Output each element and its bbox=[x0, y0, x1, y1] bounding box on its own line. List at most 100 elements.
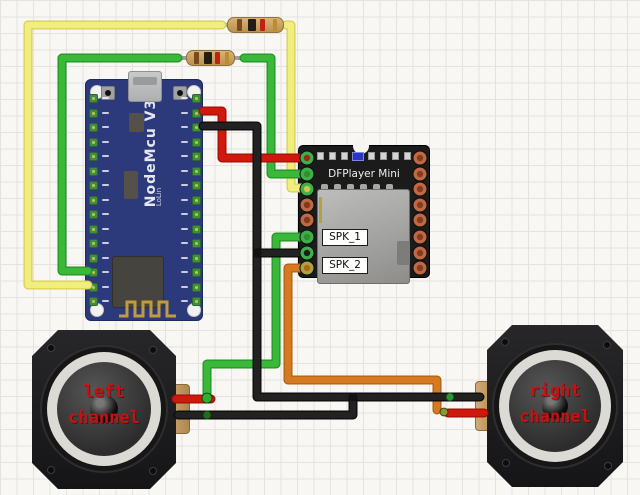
dfplayer-left-pin-7-pad bbox=[303, 249, 311, 257]
wire-end-cap bbox=[439, 407, 449, 417]
pin-label bbox=[181, 169, 188, 172]
pin-label bbox=[102, 169, 109, 172]
led bbox=[352, 152, 364, 161]
spk2-label: SPK_2 bbox=[322, 257, 368, 274]
pin-label bbox=[102, 242, 109, 244]
wire-green-spk1 bbox=[203, 233, 308, 402]
wire-orange-spk2 bbox=[284, 264, 441, 414]
pin-label bbox=[181, 213, 188, 215]
pin-label bbox=[102, 140, 109, 143]
wire-black-gnd-main bbox=[199, 122, 484, 401]
nodemcu-left-pin-4 bbox=[89, 137, 98, 147]
smd-pad bbox=[392, 152, 399, 160]
right-speaker: right channel bbox=[487, 325, 623, 487]
dfplayer-right-pin-5-pad bbox=[416, 216, 424, 224]
speaker-hole bbox=[149, 467, 157, 475]
smd-pad bbox=[368, 152, 375, 160]
nodemcu-right-pin-8 bbox=[192, 195, 201, 205]
chip bbox=[124, 171, 138, 199]
pin-label bbox=[102, 300, 109, 302]
speaker-dome bbox=[90, 395, 118, 423]
speaker-hole bbox=[604, 462, 612, 470]
pin-label bbox=[181, 155, 188, 157]
wire-junction bbox=[348, 392, 358, 402]
nodemcu-right-pin-10 bbox=[192, 224, 201, 234]
dfplayer-right-pin-6-pad bbox=[416, 233, 424, 241]
esp8266-chip bbox=[112, 256, 164, 308]
smd-pad bbox=[341, 152, 348, 160]
pin-label bbox=[102, 126, 109, 128]
dfplayer-right-pin-7-pad bbox=[416, 249, 424, 257]
speaker-hole bbox=[501, 338, 509, 346]
left-channel-label-line2: channel bbox=[68, 408, 140, 428]
chip bbox=[129, 113, 144, 132]
pin-label bbox=[181, 271, 188, 273]
dfplayer-board: DFPlayer Mini SPK_1 SPK_2 bbox=[298, 138, 430, 284]
wire-black-gnd-main-outline bbox=[198, 121, 485, 402]
nodemcu-right-pin-9 bbox=[192, 210, 201, 219]
right-channel-label-line2: channel bbox=[519, 407, 591, 427]
dfplayer-right-pin-1-pad bbox=[416, 154, 424, 162]
resistor-band-black bbox=[204, 52, 212, 64]
resistor-band-gold bbox=[225, 52, 229, 64]
wire-green-rx-a-outline bbox=[57, 53, 183, 276]
pin-label bbox=[181, 97, 188, 99]
sd-slot-tooth bbox=[360, 184, 367, 192]
sd-slot-tooth bbox=[334, 184, 341, 192]
dfplayer-right-pin-3-pad bbox=[416, 185, 424, 193]
pin-label bbox=[181, 256, 188, 259]
pin-label bbox=[102, 256, 109, 259]
reset-button bbox=[101, 86, 115, 100]
nodemcu-right-pin-4 bbox=[192, 137, 201, 147]
spk1-label: SPK_1 bbox=[322, 229, 368, 246]
nodemcu-left-pin-9 bbox=[89, 210, 98, 219]
dfplayer-right-pin-2-pad bbox=[416, 170, 424, 178]
pin-label bbox=[181, 126, 188, 128]
pin-label bbox=[181, 227, 188, 230]
sd-card-notch bbox=[397, 241, 410, 265]
usb-connector bbox=[128, 71, 162, 102]
dfplayer-left-pin-8-pad bbox=[303, 264, 311, 272]
speaker-hole bbox=[502, 459, 510, 467]
nodemcu-left-pin-12 bbox=[89, 253, 98, 263]
smd-pad bbox=[380, 152, 387, 160]
speaker-hole bbox=[47, 466, 55, 474]
wire-red-vcc bbox=[199, 107, 308, 162]
wifi-antenna-trace bbox=[119, 300, 176, 318]
flash-button bbox=[173, 86, 187, 100]
dfplayer-left-pin-4-pad bbox=[303, 201, 311, 209]
speaker-hole bbox=[149, 346, 157, 354]
nodemcu-right-pin-13 bbox=[192, 268, 201, 277]
nodemcu-right-pin-6 bbox=[192, 166, 201, 176]
smd-pad bbox=[404, 152, 411, 160]
dfplayer-left-pin-6-pad bbox=[303, 233, 311, 241]
left-channel-label-line1: left bbox=[83, 382, 125, 402]
nodemcu-right-pin-15 bbox=[192, 297, 201, 306]
speaker-hole bbox=[47, 344, 55, 352]
nodemcu-right-pin-11 bbox=[192, 239, 201, 248]
dfplayer-left-pin-5-pad bbox=[303, 216, 311, 224]
dfplayer-right-pin-8-pad bbox=[416, 264, 424, 272]
dfplayer-left-pin-2-pad bbox=[303, 170, 311, 178]
resistor-band-brown bbox=[237, 19, 242, 31]
pin-label bbox=[181, 140, 188, 143]
pin-label bbox=[102, 227, 109, 230]
smd-pad bbox=[317, 152, 324, 160]
nodemcu-left-pin-7 bbox=[89, 181, 98, 190]
speaker-dome bbox=[542, 393, 568, 419]
nodemcu-right-pin-1 bbox=[192, 94, 201, 103]
sd-slot-tooth bbox=[321, 184, 328, 192]
resistor-band-red bbox=[260, 19, 265, 31]
pin-label bbox=[102, 184, 109, 186]
wire-end-cap bbox=[201, 392, 213, 404]
resistor-band-gold bbox=[273, 19, 277, 31]
pin-label bbox=[102, 213, 109, 215]
nodemcu-left-pin-11 bbox=[89, 239, 98, 248]
pin-label bbox=[102, 271, 109, 273]
wire-yellow-tx-b bbox=[282, 21, 308, 192]
nodemcu-left-pin-5 bbox=[89, 152, 98, 161]
right-channel-label-line1: right bbox=[529, 381, 581, 401]
resistor-band-red bbox=[215, 52, 220, 64]
nodemcu-right-pin-12 bbox=[192, 253, 201, 263]
